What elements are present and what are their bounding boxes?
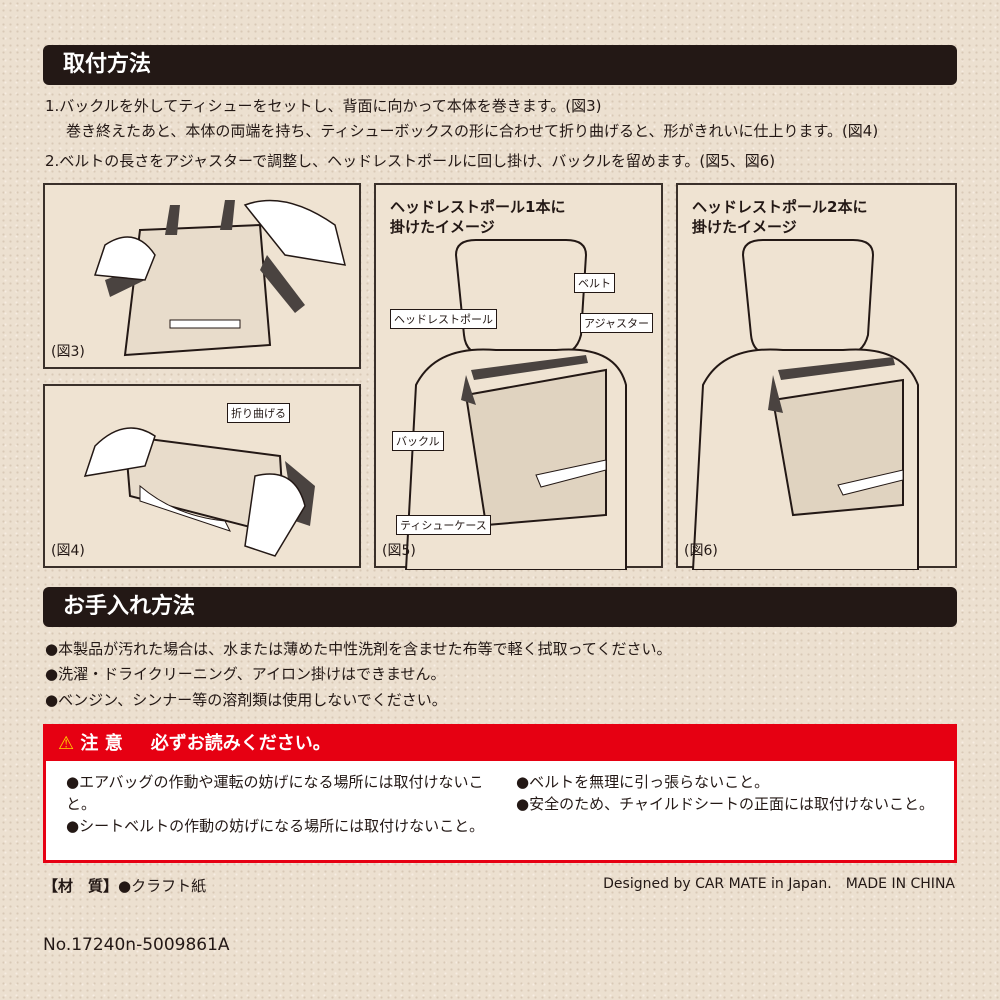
designed-made-in: Designed by CAR MATE in Japan. MADE IN C… [603, 876, 955, 892]
figure-caption: (図4) [51, 543, 85, 559]
figure-3: (図3) [43, 183, 361, 369]
headrest-one-pole-illustration [404, 239, 627, 570]
warning-icon: ⚠ [58, 733, 75, 754]
step-2: 2.ベルトの長さをアジャスターで調整し、ヘッドレストポールに回し掛け、バックルを… [45, 152, 776, 170]
section-header-installation: 取付方法 [43, 45, 957, 85]
figure-title: ヘッドレストポール2本に掛けたイメージ [692, 198, 868, 236]
step-1-cont: 巻き終えたあと、本体の両端を持ち、ティシューボックスの形に合わせて折り曲げると、… [66, 122, 879, 140]
label-fold: 折り曲げる [227, 403, 290, 423]
label-buckle: バックル [392, 431, 444, 451]
section-header-care: お手入れ方法 [43, 587, 957, 627]
figure-caption: (図3) [51, 344, 85, 360]
caution-header: ⚠ 注 意必ずお読みください。 [46, 727, 954, 761]
caution-item: ●エアバッグの作動や運転の妨げになる場所には取付けないこと。 [66, 773, 484, 813]
tissue-case-fold-illustration [83, 427, 315, 557]
care-item: ●洗濯・ドライクリーニング、アイロン掛けはできません。 [45, 665, 446, 683]
headrest-two-poles-illustration [691, 239, 919, 570]
label-belt: ベルト [574, 273, 615, 293]
tissue-case-wrap-illustration [93, 199, 347, 357]
figure-4: 折り曲げる (図4) [43, 384, 361, 568]
label-tissue-case: ティシューケース [396, 515, 491, 535]
caution-item: ●安全のため、チャイルドシートの正面には取付けないこと。 [516, 795, 934, 813]
figure-title: ヘッドレストポール1本に掛けたイメージ [390, 198, 566, 236]
care-item: ●ベンジン、シンナー等の溶剤類は使用しないでください。 [45, 691, 447, 709]
caution-box: ⚠ 注 意必ずお読みください。 ●エアバッグの作動や運転の妨げになる場所には取付… [43, 724, 957, 863]
caution-item: ●シートベルトの作動の妨げになる場所には取付けないこと。 [66, 817, 485, 835]
figure-caption: (図5) [382, 543, 416, 559]
figure-6: ヘッドレストポール2本に掛けたイメージ (図6) [676, 183, 957, 570]
care-item: ●本製品が汚れた場合は、水または薄めた中性洗剤を含ませた布等で軽く拭取ってくださ… [45, 640, 672, 658]
figure-caption: (図6) [684, 543, 718, 559]
label-headrest-pole: ヘッドレストポール [390, 309, 497, 329]
material: 【材 質】●クラフト紙 [43, 877, 207, 895]
product-code: No.17240n-5009861A [43, 935, 230, 955]
figure-5: ヘッドレストポール1本に掛けたイメージ ヘッドレストポール ベルト アジャスター… [374, 183, 663, 570]
step-1: 1.バックルを外してティシューをセットし、背面に向かって本体を巻きます。(図3) [45, 97, 602, 115]
label-adjuster: アジャスター [580, 313, 654, 333]
caution-item: ●ベルトを無理に引っ張らないこと。 [516, 773, 770, 791]
